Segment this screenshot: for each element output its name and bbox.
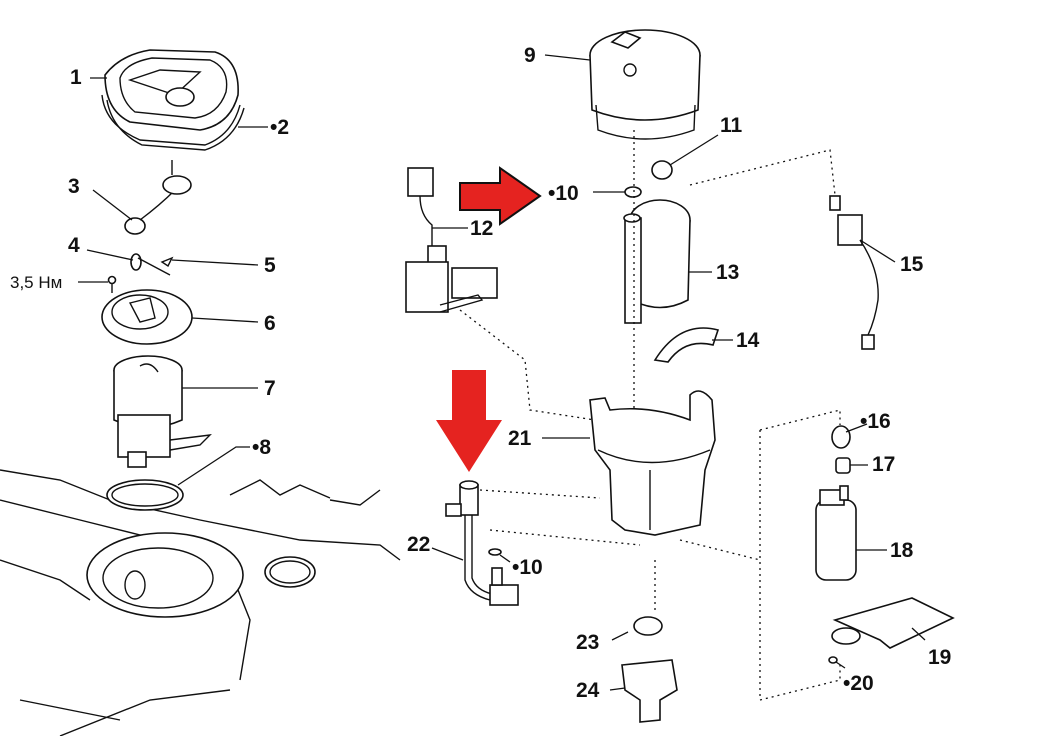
part-7-pump-assembly [113, 355, 212, 468]
part-11-grommet [651, 160, 673, 180]
highlight-arrow-right [459, 166, 542, 226]
part-21-reservoir [589, 390, 716, 536]
callout-4: 4 [68, 234, 80, 257]
callout-7: 7 [264, 377, 276, 400]
callout-23: 23 [576, 631, 600, 654]
part-22-outlet-pipe [445, 480, 519, 606]
part-9-flange [589, 29, 701, 140]
callout-6: 6 [264, 312, 276, 335]
callout-10-lower: •10 [512, 556, 543, 579]
callout-11: 11 [720, 114, 743, 137]
callout-19: 19 [928, 646, 952, 669]
callout-20: •20 [843, 672, 874, 695]
part-5-pin [160, 256, 174, 268]
part-8-o-ring [106, 479, 184, 511]
part-14-clamp [653, 327, 720, 363]
part-3-wire-grommet [124, 160, 192, 235]
leader-lines [78, 54, 926, 691]
callout-10-upper: •10 [548, 182, 579, 205]
callout-1: 1 [70, 66, 82, 89]
part-10-o-ring-lower [488, 548, 502, 556]
part-23-retainer [633, 616, 663, 636]
callout-16: •16 [860, 410, 891, 433]
callout-2: •2 [270, 116, 290, 139]
part-19-strainer [831, 597, 955, 649]
part-15-wire-harness [829, 195, 879, 350]
highlight-arrow-down [436, 370, 502, 472]
callout-22: 22 [407, 533, 431, 556]
callout-5: 5 [264, 254, 276, 277]
callout-3: 3 [68, 175, 80, 198]
part-20-clip [828, 656, 838, 664]
callout-8: •8 [252, 436, 272, 459]
callout-24: 24 [576, 679, 600, 702]
part-13-fuel-filter [623, 199, 691, 324]
part-12-fuel-sender [405, 167, 498, 313]
part-16-cap [831, 425, 851, 449]
part-6-plate [101, 289, 193, 345]
callout-21: 21 [508, 427, 532, 450]
callout-14: 14 [736, 329, 760, 352]
callout-18: 18 [890, 539, 914, 562]
part-18-fuel-pump [815, 485, 857, 581]
callout-15: 15 [900, 253, 924, 276]
callout-12: 12 [470, 217, 494, 240]
callout-17: 17 [872, 453, 896, 476]
part-10-o-ring-upper [624, 186, 642, 198]
callout-9: 9 [524, 44, 536, 67]
assembly-guide-lines [459, 130, 841, 701]
part-2-cover-gasket [101, 94, 245, 151]
vehicle-floor-outline [0, 469, 401, 736]
part-4-clip [130, 253, 171, 276]
part-24-bracket [621, 659, 678, 723]
callout-torque: 3,5 Нм [10, 273, 63, 292]
callout-13: 13 [716, 261, 740, 284]
part-17-cushion [835, 457, 851, 474]
part-1-service-cover [104, 49, 239, 131]
torque-screw [107, 275, 117, 293]
